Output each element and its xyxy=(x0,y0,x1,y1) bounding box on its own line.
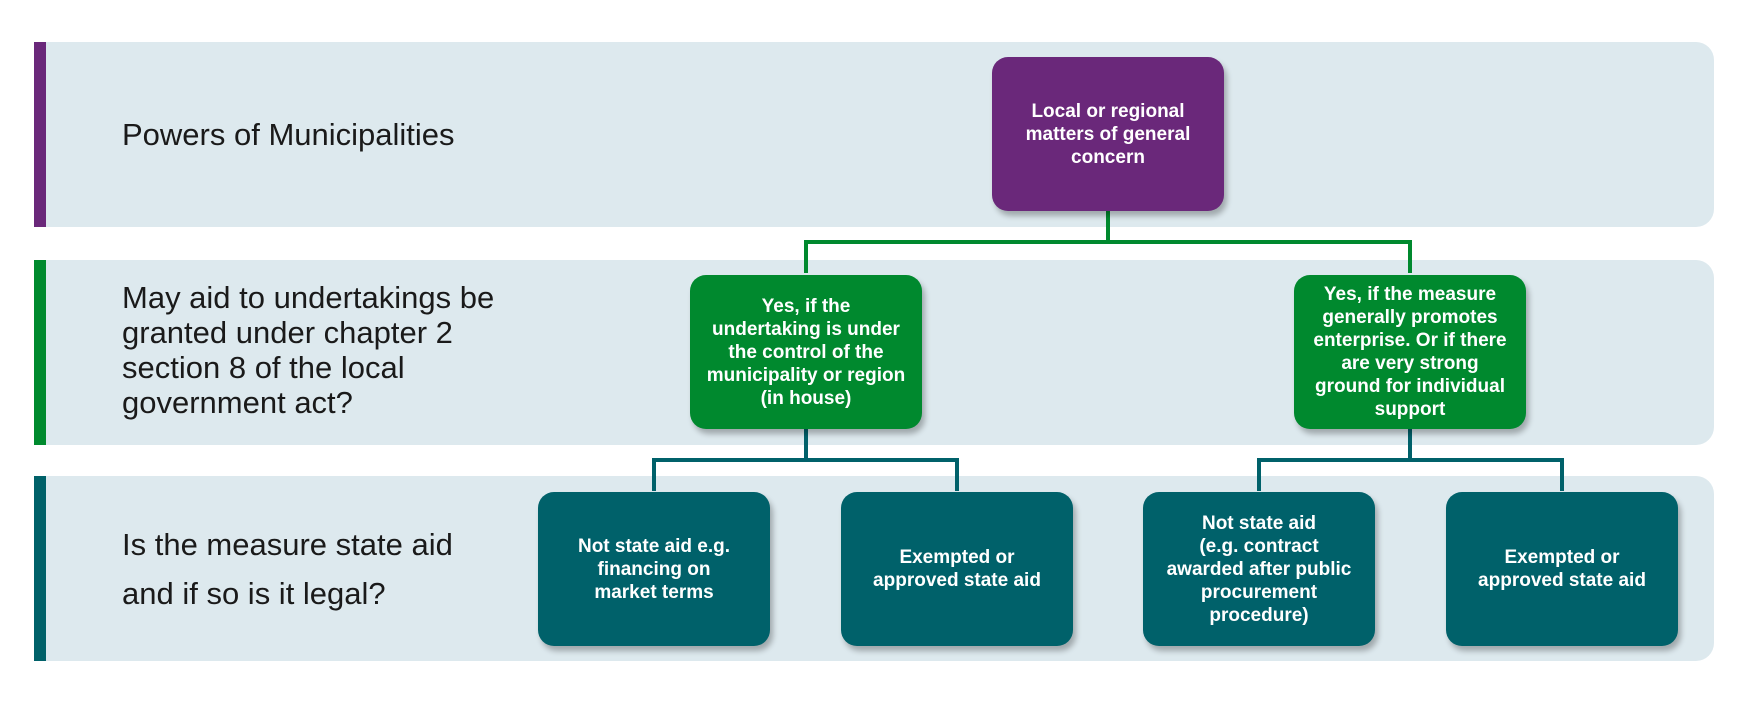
node-in-house: Yes, if the undertaking is under the con… xyxy=(690,275,922,429)
connector-promotes-to-not-aid-procurement xyxy=(1257,429,1412,491)
row-label-may-aid: May aid to undertakings be granted under… xyxy=(122,280,495,420)
node-not-state-aid-procurement: Not state aid (e.g. contract awarded aft… xyxy=(1143,492,1375,646)
row-accent-bar-purple xyxy=(34,42,46,227)
connector-root-to-in-house xyxy=(804,211,1110,273)
node-not-state-aid-market: Not state aid e.g. financing on market t… xyxy=(538,492,770,646)
row-accent-bar-green xyxy=(34,260,46,445)
node-local-regional-matters: Local or regional matters of general con… xyxy=(992,57,1224,211)
row-accent-bar-teal xyxy=(34,476,46,661)
row-band-powers: Powers of Municipalities xyxy=(34,42,1714,227)
connector-in-house-to-not-aid-market xyxy=(652,429,808,491)
node-exempted-approved-1: Exempted or approved state aid xyxy=(841,492,1073,646)
connector-promotes-to-exempted-2 xyxy=(1410,458,1564,491)
node-promotes-enterprise: Yes, if the measure generally promotes e… xyxy=(1294,275,1526,429)
connector-in-house-to-exempted-1 xyxy=(806,458,959,491)
row-label-state-aid: Is the measure state aid and if so is it… xyxy=(122,527,453,611)
node-exempted-approved-2: Exempted or approved state aid xyxy=(1446,492,1678,646)
connector-root-to-promotes xyxy=(1108,240,1412,273)
row-label-powers: Powers of Municipalities xyxy=(122,117,455,152)
